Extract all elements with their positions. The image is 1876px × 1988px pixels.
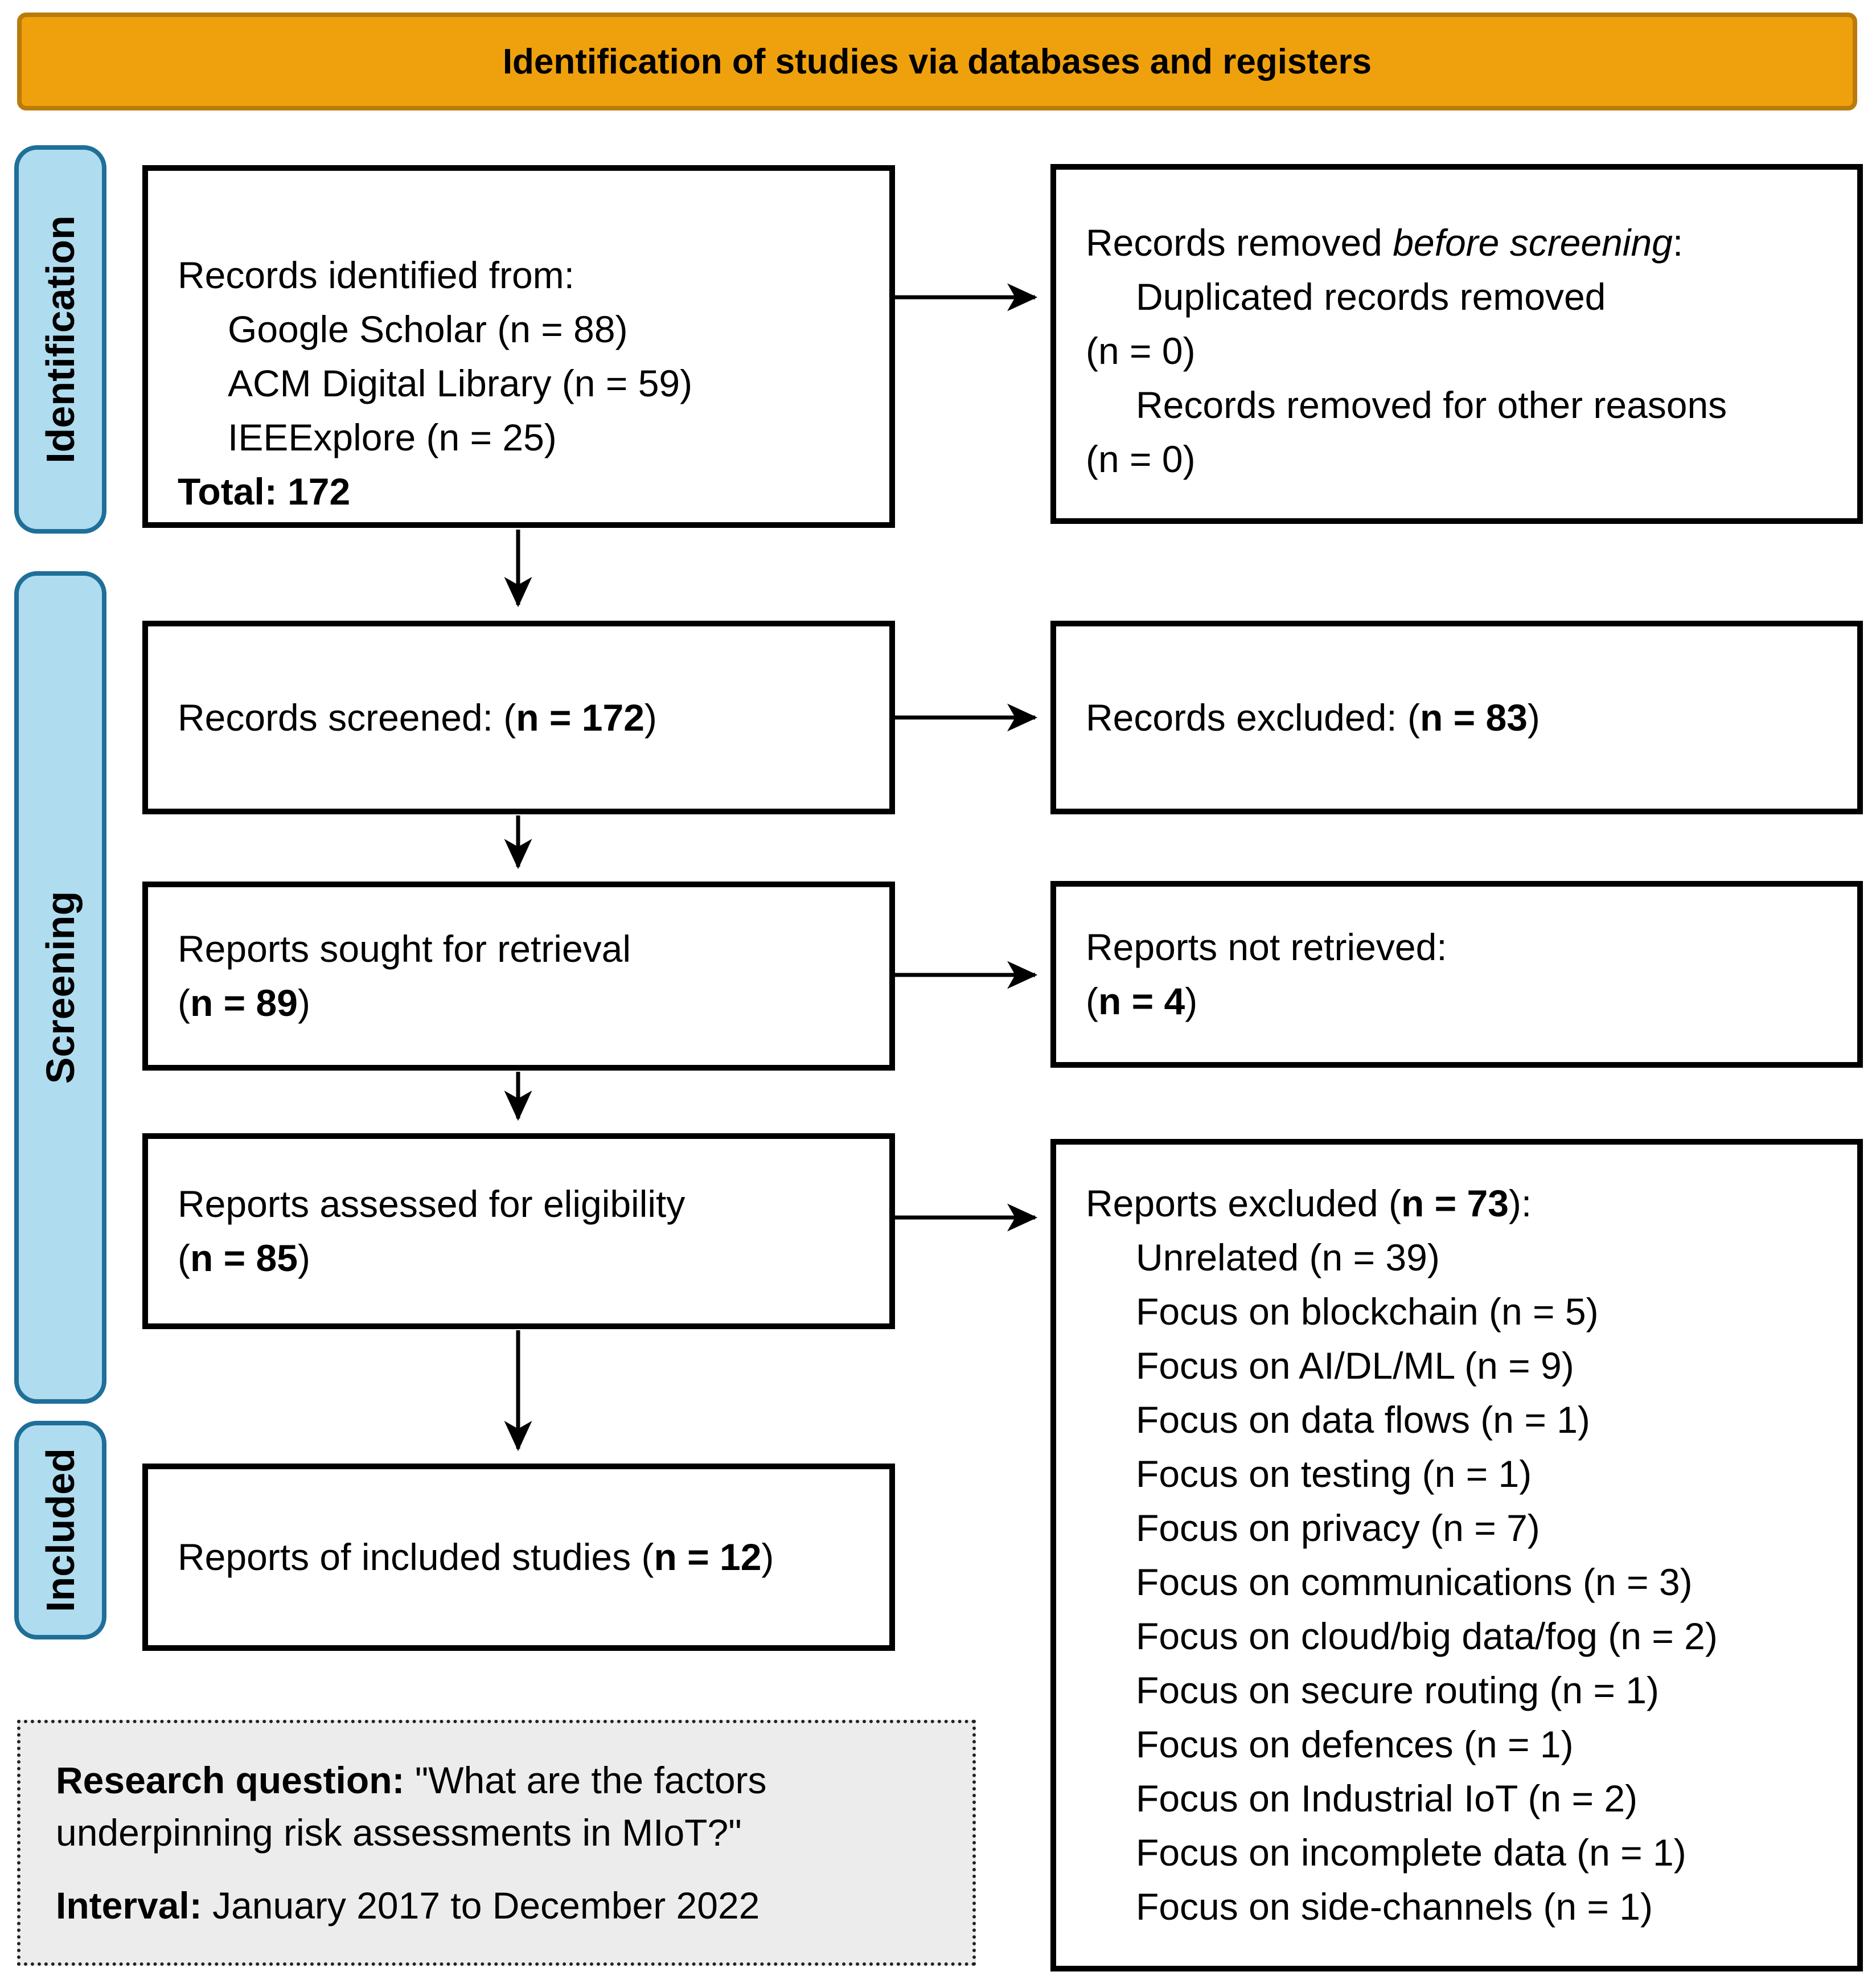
excluded-reason-incomplete-data: Focus on incomplete data (n = 1): [1136, 1831, 1686, 1874]
reports-not-retrieved-text: Reports not retrieved:: [1086, 926, 1447, 968]
interval-paragraph: Interval: January 2017 to December 2022: [56, 1884, 760, 1926]
box-records-screened: Records screened: (n = 172): [142, 621, 895, 814]
box-records-identified: Records identified from: Google Scholar …: [142, 165, 895, 528]
source-google-scholar: Google Scholar (n = 88): [228, 308, 628, 350]
stage-included: Included: [14, 1421, 106, 1639]
box-reports-not-retrieved: Reports not retrieved: (n = 4): [1050, 881, 1863, 1068]
excluded-reason-blockchain: Focus on blockchain (n = 5): [1136, 1290, 1599, 1333]
excluded-reason-data-flows: Focus on data flows (n = 1): [1136, 1399, 1590, 1441]
reports-excluded-heading: Reports excluded (n = 73):: [1086, 1182, 1532, 1224]
box-reports-assessed: Reports assessed for eligibility (n = 85…: [142, 1133, 895, 1329]
research-question-paragraph: Research question: "What are the factors…: [56, 1759, 767, 1854]
box-records-removed: Records removed before screening: Duplic…: [1050, 164, 1863, 524]
records-removed-heading: Records removed before screening:: [1086, 221, 1684, 264]
records-identified-heading: Records identified from:: [178, 254, 574, 296]
reports-assessed-count: (n = 85): [178, 1237, 310, 1279]
excluded-reason-industrial-iot: Focus on Industrial IoT (n = 2): [1136, 1777, 1638, 1819]
records-screened-text: Records screened: (n = 172): [178, 696, 657, 739]
records-removed-other-reasons: Records removed for other reasons: [1136, 383, 1727, 426]
excluded-reason-privacy: Focus on privacy (n = 7): [1136, 1507, 1540, 1549]
reports-assessed-text: Reports assessed for eligibility: [178, 1183, 685, 1225]
box-reports-sought: Reports sought for retrieval (n = 89): [142, 882, 895, 1071]
box-reports-included: Reports of included studies (n = 12): [142, 1464, 895, 1651]
records-total: Total: 172: [178, 470, 351, 513]
reports-not-retrieved-count: (n = 4): [1086, 980, 1198, 1022]
records-excluded-text: Records excluded: (n = 83): [1086, 696, 1540, 739]
reports-sought-count: (n = 89): [178, 982, 310, 1024]
banner: Identification of studies via databases …: [17, 13, 1857, 110]
stage-identification: Identification: [14, 145, 106, 534]
research-question-note: Research question: "What are the factors…: [17, 1720, 976, 1966]
excluded-reason-defences: Focus on defences (n = 1): [1136, 1723, 1574, 1765]
stage-screening-label: Screening: [38, 891, 83, 1084]
excluded-reason-testing: Focus on testing (n = 1): [1136, 1453, 1532, 1495]
source-acm: ACM Digital Library (n = 59): [228, 362, 693, 404]
source-ieee: IEEExplore (n = 25): [228, 416, 557, 458]
duplicated-records-count: (n = 0): [1086, 329, 1196, 372]
excluded-reason-communications: Focus on communications (n = 3): [1136, 1561, 1693, 1603]
excluded-reason-ai-dl-ml: Focus on AI/DL/ML (n = 9): [1136, 1345, 1574, 1387]
excluded-reason-secure-routing: Focus on secure routing (n = 1): [1136, 1669, 1659, 1711]
banner-title: Identification of studies via databases …: [502, 42, 1372, 81]
reports-included-text: Reports of included studies (n = 12): [178, 1536, 774, 1578]
box-reports-excluded-reasons: Reports excluded (n = 73): Unrelated (n …: [1050, 1139, 1863, 1971]
reports-sought-text: Reports sought for retrieval: [178, 928, 631, 970]
stage-identification-label: Identification: [38, 215, 83, 464]
excluded-reason-side-channels: Focus on side-channels (n = 1): [1136, 1885, 1653, 1928]
excluded-reason-cloud-bigdata-fog: Focus on cloud/big data/fog (n = 2): [1136, 1615, 1718, 1657]
excluded-reason-unrelated: Unrelated (n = 39): [1136, 1236, 1440, 1278]
stage-included-label: Included: [38, 1448, 83, 1612]
other-reasons-count: (n = 0): [1086, 437, 1196, 480]
stage-screening: Screening: [14, 571, 106, 1404]
duplicated-records-removed: Duplicated records removed: [1136, 275, 1606, 318]
box-records-excluded: Records excluded: (n = 83): [1050, 621, 1863, 814]
